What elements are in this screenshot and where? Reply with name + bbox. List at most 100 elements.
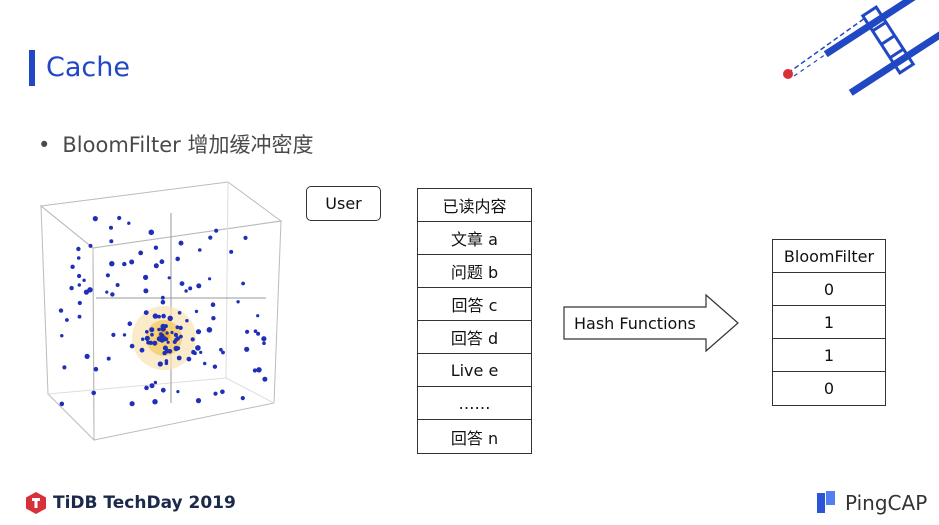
read-table-row: 回答 d xyxy=(418,321,531,354)
scatter-dot xyxy=(214,228,219,233)
bloomfilter-header: BloomFilter xyxy=(773,240,885,273)
scatter-dot xyxy=(211,316,216,321)
scatter-dot xyxy=(165,331,169,335)
scatter-dot xyxy=(122,261,127,267)
bloomfilter-bit: 1 xyxy=(773,339,885,372)
scatter-dot xyxy=(195,398,202,404)
scatter-dot xyxy=(69,285,74,291)
read-table-row: 问题 b xyxy=(418,255,531,288)
scatter-dot xyxy=(166,340,170,344)
scatter-dot xyxy=(144,385,149,391)
scatter-dot xyxy=(143,310,149,315)
scatter-dot xyxy=(162,345,168,351)
scatter-dot xyxy=(160,323,166,330)
footer-company-brand: PingCAP xyxy=(815,490,927,516)
scatter-dot xyxy=(208,235,213,240)
scatter-dot xyxy=(240,396,245,401)
scatter-dot xyxy=(62,365,67,370)
scatter-dot xyxy=(170,330,174,335)
bloomfilter-table: BloomFilter 0 1 1 0 xyxy=(772,239,886,406)
scatter-dot xyxy=(157,361,163,367)
scatter-dot xyxy=(106,356,111,361)
scatter-dot xyxy=(127,321,133,326)
scatter-dot xyxy=(252,368,257,373)
scatter-dot xyxy=(195,329,202,335)
scatter-dot xyxy=(160,387,166,393)
read-table-row: 回答 c xyxy=(418,288,531,321)
scatter-dot xyxy=(139,347,145,353)
scatter-dot xyxy=(77,314,82,319)
scatter-dot xyxy=(261,336,267,342)
scatter-dot xyxy=(141,337,145,341)
scatter-dot xyxy=(60,334,64,338)
scatter-dot xyxy=(178,240,184,246)
scatter-dot xyxy=(210,302,216,307)
scatter-dot xyxy=(190,337,195,342)
scatter-dot xyxy=(145,330,149,334)
scatter-dot xyxy=(149,327,155,333)
read-table-row: 回答 n xyxy=(450,428,499,448)
scatter-dot xyxy=(175,256,180,262)
scatter-dot xyxy=(105,290,109,294)
hash-functions-arrow: Hash Functions xyxy=(563,293,739,353)
scatter-dot xyxy=(161,336,166,342)
scatter-dot xyxy=(84,353,90,359)
scatter-dot xyxy=(143,288,149,294)
scatter-dot xyxy=(122,333,127,337)
scatter-dot xyxy=(179,281,185,286)
scatter-dot xyxy=(236,300,240,304)
bullet-marker: • xyxy=(38,133,51,157)
scatter-dot xyxy=(161,313,166,319)
scatter-dot xyxy=(256,314,260,318)
scatter-dot xyxy=(92,216,98,222)
scatter-dot xyxy=(70,264,75,269)
scatter-dot xyxy=(152,340,158,346)
scatter-dot xyxy=(172,339,177,344)
scatter-dot xyxy=(87,287,93,293)
tidb-logo-icon xyxy=(26,492,46,514)
event-name: TiDB TechDay 2019 xyxy=(53,493,236,513)
scatter-dot xyxy=(241,281,246,286)
read-table-ellipsis: …… xyxy=(418,387,531,420)
scatter-dot xyxy=(148,229,155,236)
scatter-dot xyxy=(208,277,212,281)
read-table-row: Live e xyxy=(418,354,531,387)
scatter-dot xyxy=(175,325,180,330)
scatter-dot xyxy=(244,346,250,352)
scatter-dot xyxy=(105,273,110,278)
scatter-dot xyxy=(199,350,203,354)
scatter-dot xyxy=(186,356,192,362)
scatter-dot xyxy=(185,319,189,323)
scatter-dot xyxy=(176,346,181,351)
scatter-dot xyxy=(262,376,268,382)
scatter-dot xyxy=(256,367,262,373)
scatter-dot xyxy=(65,318,69,322)
scatter-dot xyxy=(262,341,266,345)
footer-event-brand: TiDB TechDay 2019 xyxy=(25,491,236,515)
scatter-dot xyxy=(152,313,158,319)
title-accent-bar xyxy=(29,50,35,86)
scatter-dot xyxy=(178,325,183,330)
scatter-dot xyxy=(164,361,169,366)
scatter-dot xyxy=(256,331,261,336)
scatter-dot xyxy=(176,355,182,361)
scatter-dot xyxy=(245,329,250,334)
scatter-dot xyxy=(77,283,81,287)
scatter-dot xyxy=(129,401,135,407)
scatter-dot xyxy=(167,276,171,280)
scatter-dot xyxy=(111,332,116,337)
scatter-dot xyxy=(167,315,173,321)
scatter-cube-illustration xyxy=(39,181,283,442)
scatter-dot xyxy=(206,327,213,333)
pingcap-logo-icon xyxy=(817,491,835,513)
read-table-header: 已读内容 xyxy=(418,189,531,222)
scatter-dot xyxy=(143,274,149,280)
scatter-dot xyxy=(179,334,183,339)
scatter-dot xyxy=(213,391,218,396)
user-box: User xyxy=(306,186,381,221)
scatter-dot xyxy=(229,249,234,254)
scatter-dot xyxy=(109,239,114,244)
scatter-dot xyxy=(109,225,113,230)
scatter-dot xyxy=(109,261,115,267)
scatter-dot xyxy=(76,256,81,260)
